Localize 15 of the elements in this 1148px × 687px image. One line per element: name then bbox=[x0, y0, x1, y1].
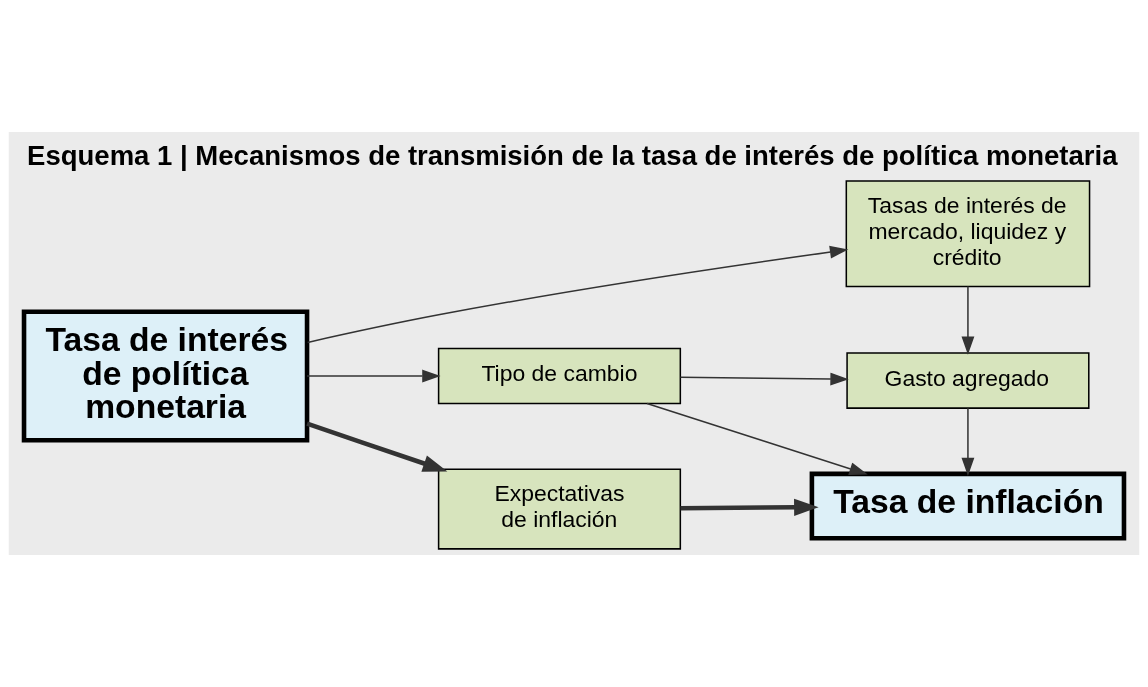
node-box: Tipo de cambio bbox=[437, 347, 682, 405]
arrow bbox=[961, 285, 975, 355]
node-box: Expectativas de inflación bbox=[437, 468, 682, 550]
arrow bbox=[306, 421, 448, 472]
node-box: Gasto agregado bbox=[846, 352, 1090, 409]
node-box: Tasas de interés de mercado, liquidez y crédito bbox=[845, 180, 1091, 288]
arrow bbox=[680, 498, 819, 516]
node-box: Tasa de inflación bbox=[809, 471, 1127, 541]
arrow bbox=[646, 402, 868, 475]
arrow bbox=[961, 407, 975, 476]
node-box: Tasa de interés de política monetaria bbox=[21, 309, 310, 443]
arrow bbox=[679, 372, 849, 386]
diagram-title: Esquema 1 | Mecanismos de transmisión de la tasa de interés de política monetaria bbox=[27, 139, 1118, 171]
arrow bbox=[306, 369, 441, 383]
arrow bbox=[306, 245, 849, 344]
